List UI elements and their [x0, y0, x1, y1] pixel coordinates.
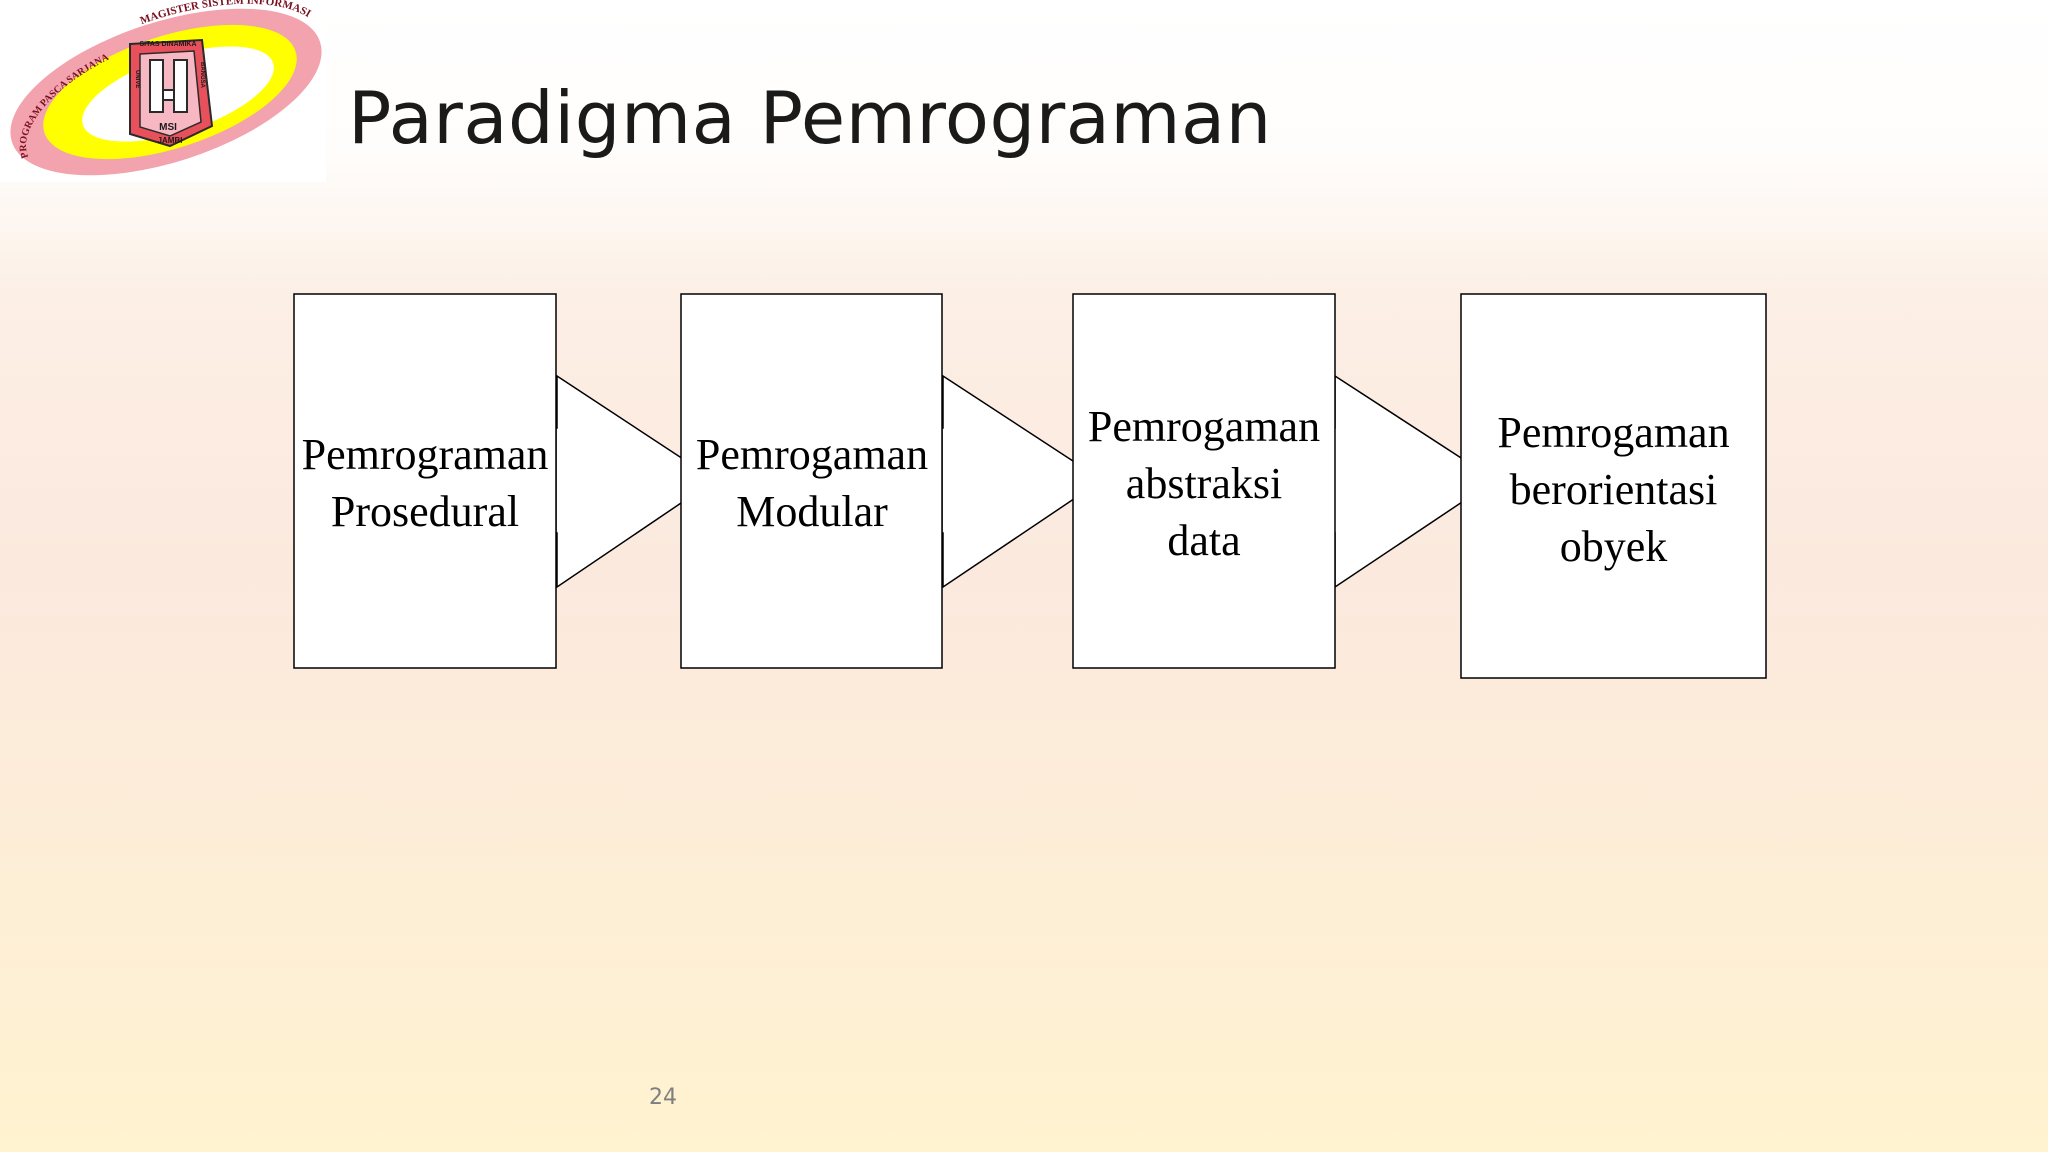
logo-seal: SITAS DINAMIKA UNIVE BANGSA MSI JAMBI — [129, 38, 214, 148]
node-label-pemrogaman-modular: Pemrogaman Modular — [661, 426, 963, 540]
node-label-line: abstraksi — [1125, 459, 1283, 508]
node-label-line: berorientasi — [1509, 465, 1718, 514]
node-label-line: Modular — [736, 487, 888, 536]
logo: MAGISTER SISTEM INFORMASI PROGRAM PASCA … — [0, 0, 326, 182]
node-box — [1460, 293, 1767, 679]
logo-seal-top-text: SITAS DINAMIKA — [139, 41, 196, 48]
node-label-line: obyek — [1559, 522, 1668, 571]
node-box — [680, 293, 943, 669]
logo-emblem: MAGISTER SISTEM INFORMASI PROGRAM PASCA … — [10, 0, 322, 176]
node-box — [293, 293, 557, 669]
node-label-line: Pemrogaman — [1497, 408, 1730, 457]
node-label-line: data — [1167, 516, 1241, 565]
node-label-pemrogaman-berorientasi-obyek: Pemrogaman berorientasi obyek — [1461, 404, 1766, 575]
logo-seal-left-text: UNIVE — [134, 70, 140, 88]
node-label-line: Pemrograman — [301, 430, 549, 479]
page-number: 24 — [649, 1085, 677, 1110]
logo-seal-center-text: MSI — [159, 122, 177, 133]
logo-seal-bottom-text: JAMBI — [158, 136, 183, 145]
node-label-line: Pemrogaman — [1087, 402, 1321, 451]
logo-seal-right-text: BANGSA — [199, 62, 205, 89]
node-label-pemrograman-prosedural: Pemrograman Prosedural — [274, 426, 576, 540]
node-label-line: Pemrogaman — [695, 430, 929, 479]
node-box — [1072, 293, 1336, 669]
slide-title: Paradigma Pemrograman — [348, 76, 1272, 160]
node-label-pemrogaman-abstraksi-data: Pemrogaman abstraksi data — [1053, 398, 1355, 569]
node-label-line: Prosedural — [330, 487, 520, 536]
